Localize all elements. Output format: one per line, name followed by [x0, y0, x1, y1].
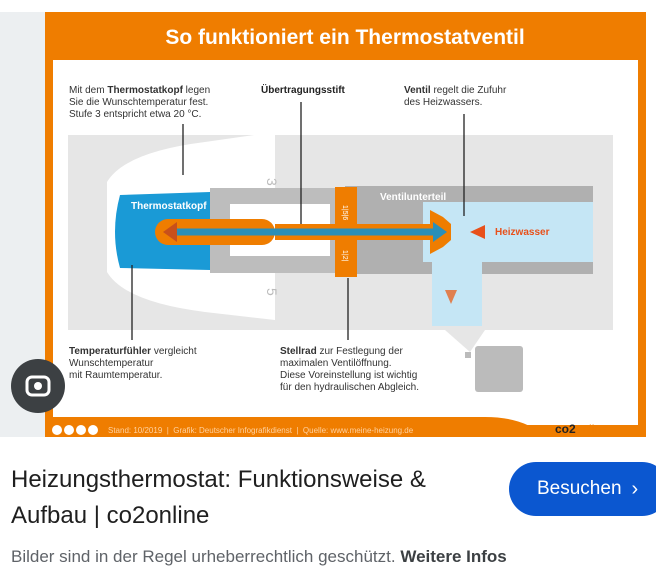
dial-number-3: 3 [264, 178, 280, 186]
note-wheel-line4: für den hydraulischen Abgleich. [280, 382, 419, 393]
infographic-image[interactable]: So funktioniert ein Thermostatventil Mit… [45, 12, 646, 437]
note-wheel-line3: Diese Voreinstellung ist wichtig [280, 370, 417, 381]
ring-scale-top: 1|5|6 [341, 205, 348, 220]
note-thermostat-head: Mit dem Thermostatkopf legen [69, 85, 210, 96]
copyright-text: Bilder sind in der Regel urheberrechtlic… [11, 547, 396, 566]
note-pin: Übertragungsstift [261, 83, 346, 96]
lens-icon [25, 375, 51, 397]
note-sensor: Temperaturfühler vergleicht [69, 346, 197, 357]
google-lens-button[interactable] [11, 359, 65, 413]
copyright-notice: Bilder sind in der Regel urheberrechtlic… [11, 547, 507, 567]
label-heating-water: Heizwasser [495, 227, 550, 238]
dial-number-5: 5 [264, 288, 280, 296]
note-wheel-line2: maximalen Ventilöffnung. [280, 358, 392, 369]
label-thermostat-head: Thermostatkopf [131, 201, 207, 212]
visit-button[interactable]: Besuchen › [509, 462, 656, 516]
ring-scale-bottom: 1|2| [341, 250, 348, 262]
note-valve: Ventil regelt die Zufuhr [404, 85, 507, 96]
infographic-footer: Stand: 10/2019 | Grafik: Deutscher Infog… [108, 426, 414, 435]
note-valve-line2: des Heizwassers. [404, 97, 482, 108]
result-title[interactable]: Heizungsthermostat: Funktionsweise & Auf… [11, 466, 426, 529]
infographic-title: So funktioniert ein Thermostatventil [165, 26, 524, 49]
note-sensor-line3: mit Raumtemperatur. [69, 370, 162, 381]
visit-label: Besuchen [537, 478, 622, 499]
more-info-link[interactable]: Weitere Infos [400, 547, 507, 566]
note-thermostat-line2: Sie die Wunschtemperatur fest. [69, 97, 208, 108]
radiator-icon [465, 346, 523, 392]
cc-license-icons [52, 425, 98, 435]
co2online-logo: co2online [555, 422, 608, 436]
label-valve-lower: Ventilunterteil [380, 192, 446, 203]
chevron-right-icon: › [631, 477, 639, 500]
note-thermostat-line3: Stufe 3 entspricht etwa 20 °C. [69, 109, 201, 120]
note-sensor-line2: Wunschtemperatur [69, 358, 154, 369]
note-wheel: Stellrad zur Festlegung der [280, 346, 404, 357]
